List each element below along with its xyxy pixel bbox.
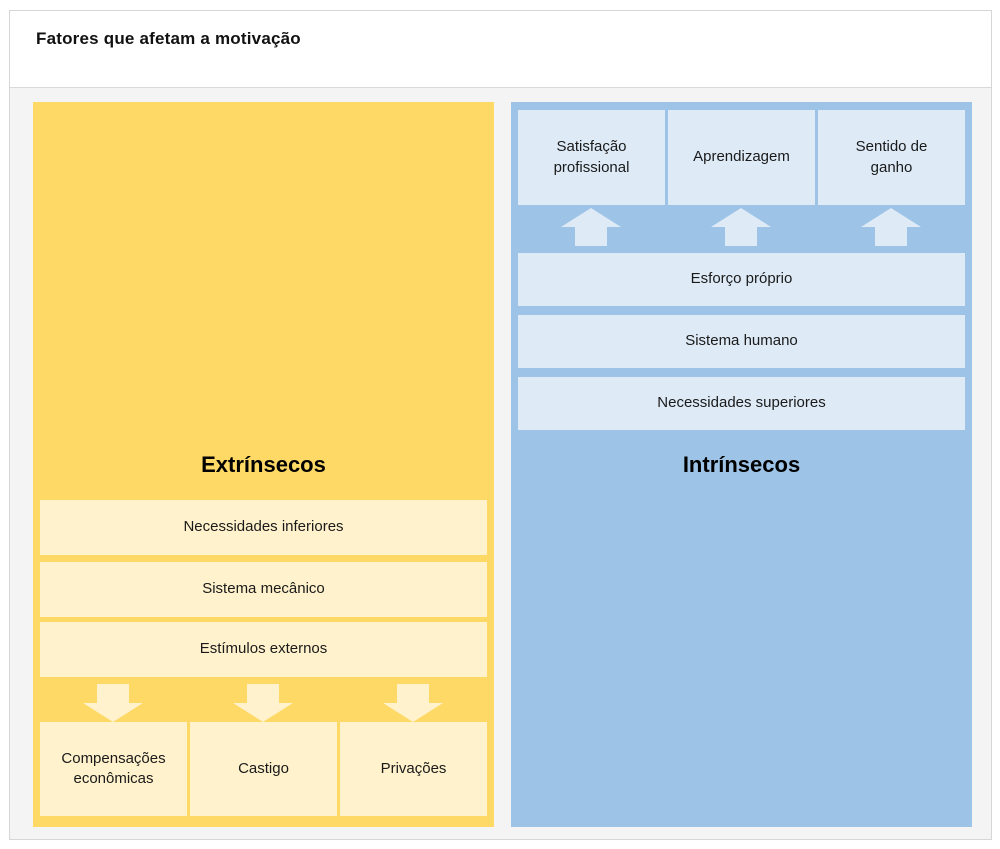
down-arrow-icon	[233, 684, 293, 722]
intrinsic-panel: Satisfação profissional Aprendizagem Sen…	[511, 102, 972, 827]
page-title: Fatores que afetam a motivação	[36, 29, 301, 48]
extrinsic-heading: Extrínsecos	[201, 452, 326, 477]
extrinsic-level-box-2: Sistema mecânico	[40, 562, 487, 617]
down-arrow-icon	[383, 684, 443, 722]
intrinsic-level-box-1: Esforço próprio	[518, 253, 965, 306]
extrinsic-outcome-box-2: Castigo	[190, 722, 337, 816]
diagram-canvas: Extrínsecos Necessidades inferiores Sist…	[10, 88, 991, 839]
intrinsic-outcome-box-3: Sentido de ganho	[818, 110, 965, 205]
intrinsic-outcome-box-1: Satisfação profissional	[518, 110, 665, 205]
extrinsic-panel: Extrínsecos Necessidades inferiores Sist…	[33, 102, 494, 827]
down-arrow-icon	[83, 684, 143, 722]
up-arrow-icon	[561, 208, 621, 246]
intrinsic-level-box-2: Sistema humano	[518, 315, 965, 368]
up-arrow-icon	[711, 208, 771, 246]
intrinsic-level-box-3: Necessidades superiores	[518, 377, 965, 430]
title-bar: Fatores que afetam a motivação	[10, 11, 991, 88]
extrinsic-outcome-box-3: Privações	[340, 722, 487, 816]
intrinsic-outcome-box-2: Aprendizagem	[668, 110, 815, 205]
extrinsic-level-box-3: Estímulos externos	[40, 622, 487, 677]
up-arrow-icon	[861, 208, 921, 246]
extrinsic-level-box-1: Necessidades inferiores	[40, 500, 487, 555]
extrinsic-outcome-box-1: Compensações econômicas	[40, 722, 187, 816]
intrinsic-heading: Intrínsecos	[682, 452, 801, 477]
diagram-container: Fatores que afetam a motivação Extrínsec…	[9, 10, 992, 840]
